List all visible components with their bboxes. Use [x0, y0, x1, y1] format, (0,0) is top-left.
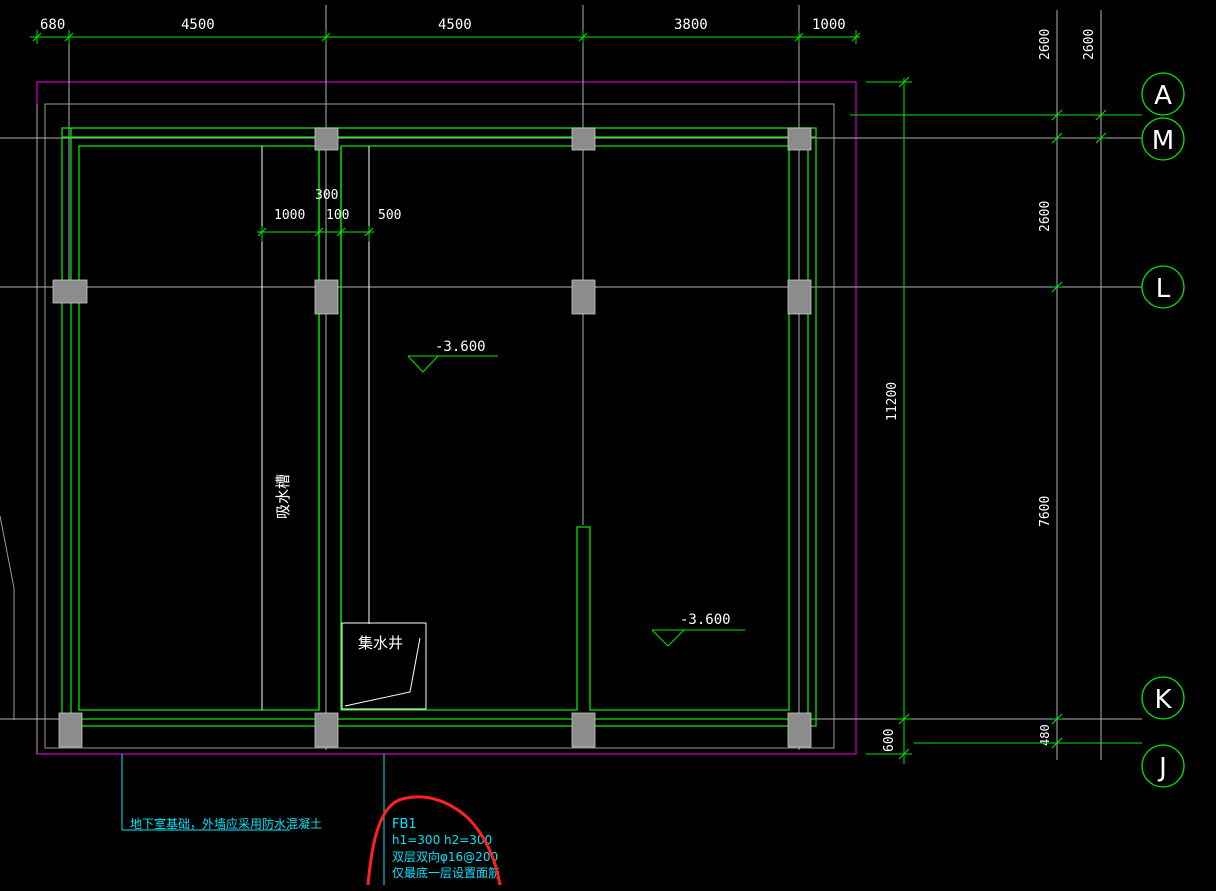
dim-top-4: 1000 [812, 17, 846, 33]
top-dimension: 680 4500 4500 3800 1000 [30, 17, 861, 44]
axis-label-j: J [1157, 753, 1167, 783]
fb1-line-3: 仅最底一层设置面筋 [392, 865, 500, 880]
column [58, 712, 83, 748]
foundation-note: 地下室基础，外墙应采用防水混凝土 [121, 754, 322, 831]
dim-top-1: 4500 [181, 17, 215, 33]
right-outer-dimension: 11200 600 [866, 76, 912, 764]
fb1-line-1: h1=300 h2=300 [392, 833, 492, 847]
sump-pit: 集水井 [341, 622, 427, 710]
axis-label-k: K [1154, 685, 1172, 715]
dim-right-inner-1: 2600 [1038, 201, 1053, 232]
column [314, 279, 339, 315]
dim-inner-1: 1000 [274, 208, 305, 223]
axis-bubble-l [1141, 265, 1185, 309]
axis-label-m: M [1152, 126, 1174, 156]
dim-right-inner-3: 480 [1038, 724, 1052, 746]
dim-right-outer-1: 11200 [885, 382, 900, 421]
column [571, 712, 596, 748]
dim-top-2: 4500 [438, 17, 472, 33]
axis-bubble-k [1141, 676, 1185, 720]
axis-bubble-m [1141, 117, 1185, 161]
foundation-note-text: 地下室基础，外墙应采用防水混凝土 [130, 816, 322, 831]
axis-bubble-j [1141, 744, 1185, 788]
dim-top-3: 3800 [674, 17, 708, 33]
axis-label-a: A [1154, 81, 1172, 111]
axis-bubble-a [1141, 72, 1185, 116]
columns [52, 127, 812, 748]
column [571, 127, 596, 151]
grid-lines [0, 5, 1142, 760]
walls [61, 127, 817, 727]
level-mark-1: -3.600 [407, 339, 498, 373]
fb1-line-0: FB1 [392, 817, 417, 832]
column [571, 279, 596, 315]
fb1-note: FB1 h1=300 h2=300 双层双向φ16@200 仅最底一层设置面筋 [383, 754, 500, 885]
red-markup-arc [366, 795, 502, 886]
level-label-2: -3.600 [680, 612, 731, 628]
column [787, 712, 812, 748]
column [52, 279, 88, 304]
axis-bubbles: A M L K J [850, 72, 1185, 788]
column [314, 712, 339, 748]
dim-right-outer-2: 600 [882, 729, 897, 752]
column [314, 127, 339, 151]
dim-top-0: 680 [40, 17, 65, 33]
inner-dimension: 300 1000 100 500 [257, 188, 401, 242]
level-mark-2: -3.600 [651, 612, 745, 647]
dim-right-inner-2: 7600 [1038, 496, 1053, 527]
dim-inner-0: 300 [315, 188, 338, 203]
axis-label-l: L [1156, 274, 1171, 304]
dim-right-outer-0: 2600 [1038, 29, 1053, 60]
dim-right-inner-0: 2600 [1082, 29, 1097, 60]
right-inner-dimension: 2600 2600 2600 7600 480 [1038, 29, 1107, 749]
dim-inner-3: 500 [378, 208, 401, 223]
dim-inner-2: 100 [326, 208, 349, 223]
level-label-1: -3.600 [435, 339, 486, 355]
fb1-line-2: 双层双向φ16@200 [392, 849, 498, 864]
column [787, 279, 812, 315]
boundary-lines [0, 81, 857, 755]
trench-label: 吸水槽 [274, 474, 292, 519]
sump-label: 集水井 [358, 634, 403, 652]
column [787, 127, 812, 151]
